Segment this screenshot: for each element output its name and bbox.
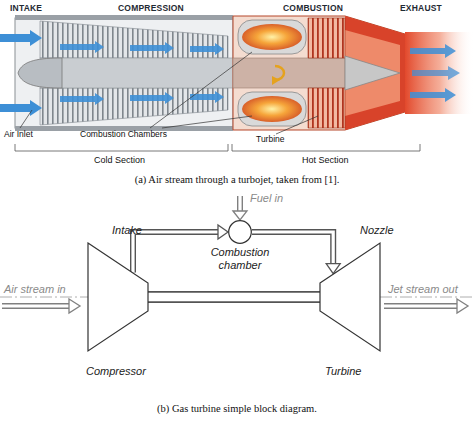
- double-line-core: [383, 304, 459, 307]
- flow-arrow: [190, 43, 224, 55]
- spinner-cone: [18, 58, 62, 88]
- trapezoid-outline: [320, 243, 380, 351]
- engine-core: [233, 58, 345, 88]
- air-flow-arrows: [0, 30, 460, 116]
- flow-arrow: [60, 93, 104, 105]
- double-line-core: [1, 304, 71, 307]
- fuel-arrow: [233, 196, 247, 220]
- combustion-chamber: [238, 20, 306, 54]
- leader-line: [20, 110, 32, 128]
- flow-arrow: [130, 92, 174, 104]
- section-label: Cold Section: [94, 155, 145, 165]
- leader-line: [276, 116, 318, 134]
- connector-group: [148, 297, 320, 298]
- connector-core: [148, 293, 320, 301]
- flow-arrow: [0, 30, 42, 46]
- bracket: [232, 144, 420, 151]
- engine-core: [40, 58, 235, 88]
- leader-line: [150, 52, 252, 128]
- leader-lines: [20, 52, 318, 134]
- nozzle-duct: [345, 30, 400, 116]
- turbine-blades: [308, 88, 345, 128]
- section-heading: COMPRESSION: [118, 3, 184, 13]
- bracket: [15, 144, 228, 151]
- nozzle-casing: [345, 16, 405, 130]
- node-heading: Intake: [112, 224, 142, 237]
- flow-arrow: [410, 44, 456, 58]
- figure-caption: (a) Air stream through a turbojet, taken…: [0, 174, 474, 185]
- trapezoid-shape: [320, 243, 380, 351]
- rotation-arrow: [275, 66, 284, 80]
- double-line: [384, 303, 458, 309]
- turbine-trapezoid: NozzleTurbine: [320, 243, 380, 351]
- circle-shape: [229, 221, 252, 244]
- flow-arrow: [130, 42, 174, 54]
- exhaust-cone: [345, 56, 400, 90]
- node-label: Combustion chamber: [205, 246, 275, 271]
- flow-arrow: [0, 100, 42, 116]
- axis-line: [0, 297, 474, 298]
- circle-outline: [228, 220, 252, 244]
- part-label: Air Inlet: [4, 129, 33, 139]
- flow-arrow: [412, 66, 460, 80]
- connector: [133, 232, 218, 272]
- double-line: [2, 303, 70, 309]
- section-label: Hot Section: [302, 155, 349, 165]
- flow-label: Air stream in: [4, 283, 66, 295]
- section-heading: INTAKE: [10, 3, 42, 13]
- flow-arrow: [410, 88, 456, 102]
- flow-label: Fuel in: [250, 192, 283, 204]
- double-line: [237, 196, 243, 212]
- leader-line: [162, 116, 252, 128]
- node-label: Turbine: [325, 365, 361, 378]
- trapezoid-shape: [88, 243, 148, 351]
- compressor-trapezoid: IntakeCompressor: [88, 243, 148, 351]
- trapezoid-outline: [88, 243, 148, 351]
- section-heading: COMBUSTION: [283, 3, 343, 13]
- jet-out-arrow: [383, 299, 468, 313]
- hollow-arrow-head: [69, 299, 80, 313]
- node-heading: Nozzle: [360, 224, 394, 237]
- compressor-blades: [40, 88, 228, 125]
- combustion-circle: Combustion chamber: [228, 220, 252, 244]
- figure-caption: (b) Gas turbine simple block diagram.: [0, 403, 474, 414]
- combustion-chamber: [238, 92, 306, 126]
- connector: [148, 291, 320, 303]
- part-label: Combustion Chambers: [80, 129, 167, 139]
- turbine-blades: [308, 18, 345, 58]
- flame: [242, 96, 302, 122]
- exhaust-plume: [405, 32, 474, 114]
- hollow-arrow-head: [218, 225, 228, 239]
- hollow-arrow-head: [457, 299, 468, 313]
- node-label: Compressor: [86, 365, 146, 378]
- section-heading: EXHAUST: [400, 3, 442, 13]
- connector-core: [133, 232, 218, 272]
- casing-band: [15, 15, 233, 20]
- air-in-arrow: [1, 299, 80, 313]
- hollow-arrow-head: [233, 211, 247, 220]
- rotation-arrow-head: [272, 76, 280, 85]
- flow-arrow: [60, 41, 104, 53]
- section-brackets: [15, 144, 420, 151]
- hot-casing: [233, 16, 405, 130]
- flame: [242, 24, 302, 50]
- compressor-blades: [40, 21, 228, 58]
- part-label: Turbine: [256, 134, 285, 144]
- flow-arrow: [190, 91, 224, 103]
- flow-label: Jet stream out: [388, 283, 458, 295]
